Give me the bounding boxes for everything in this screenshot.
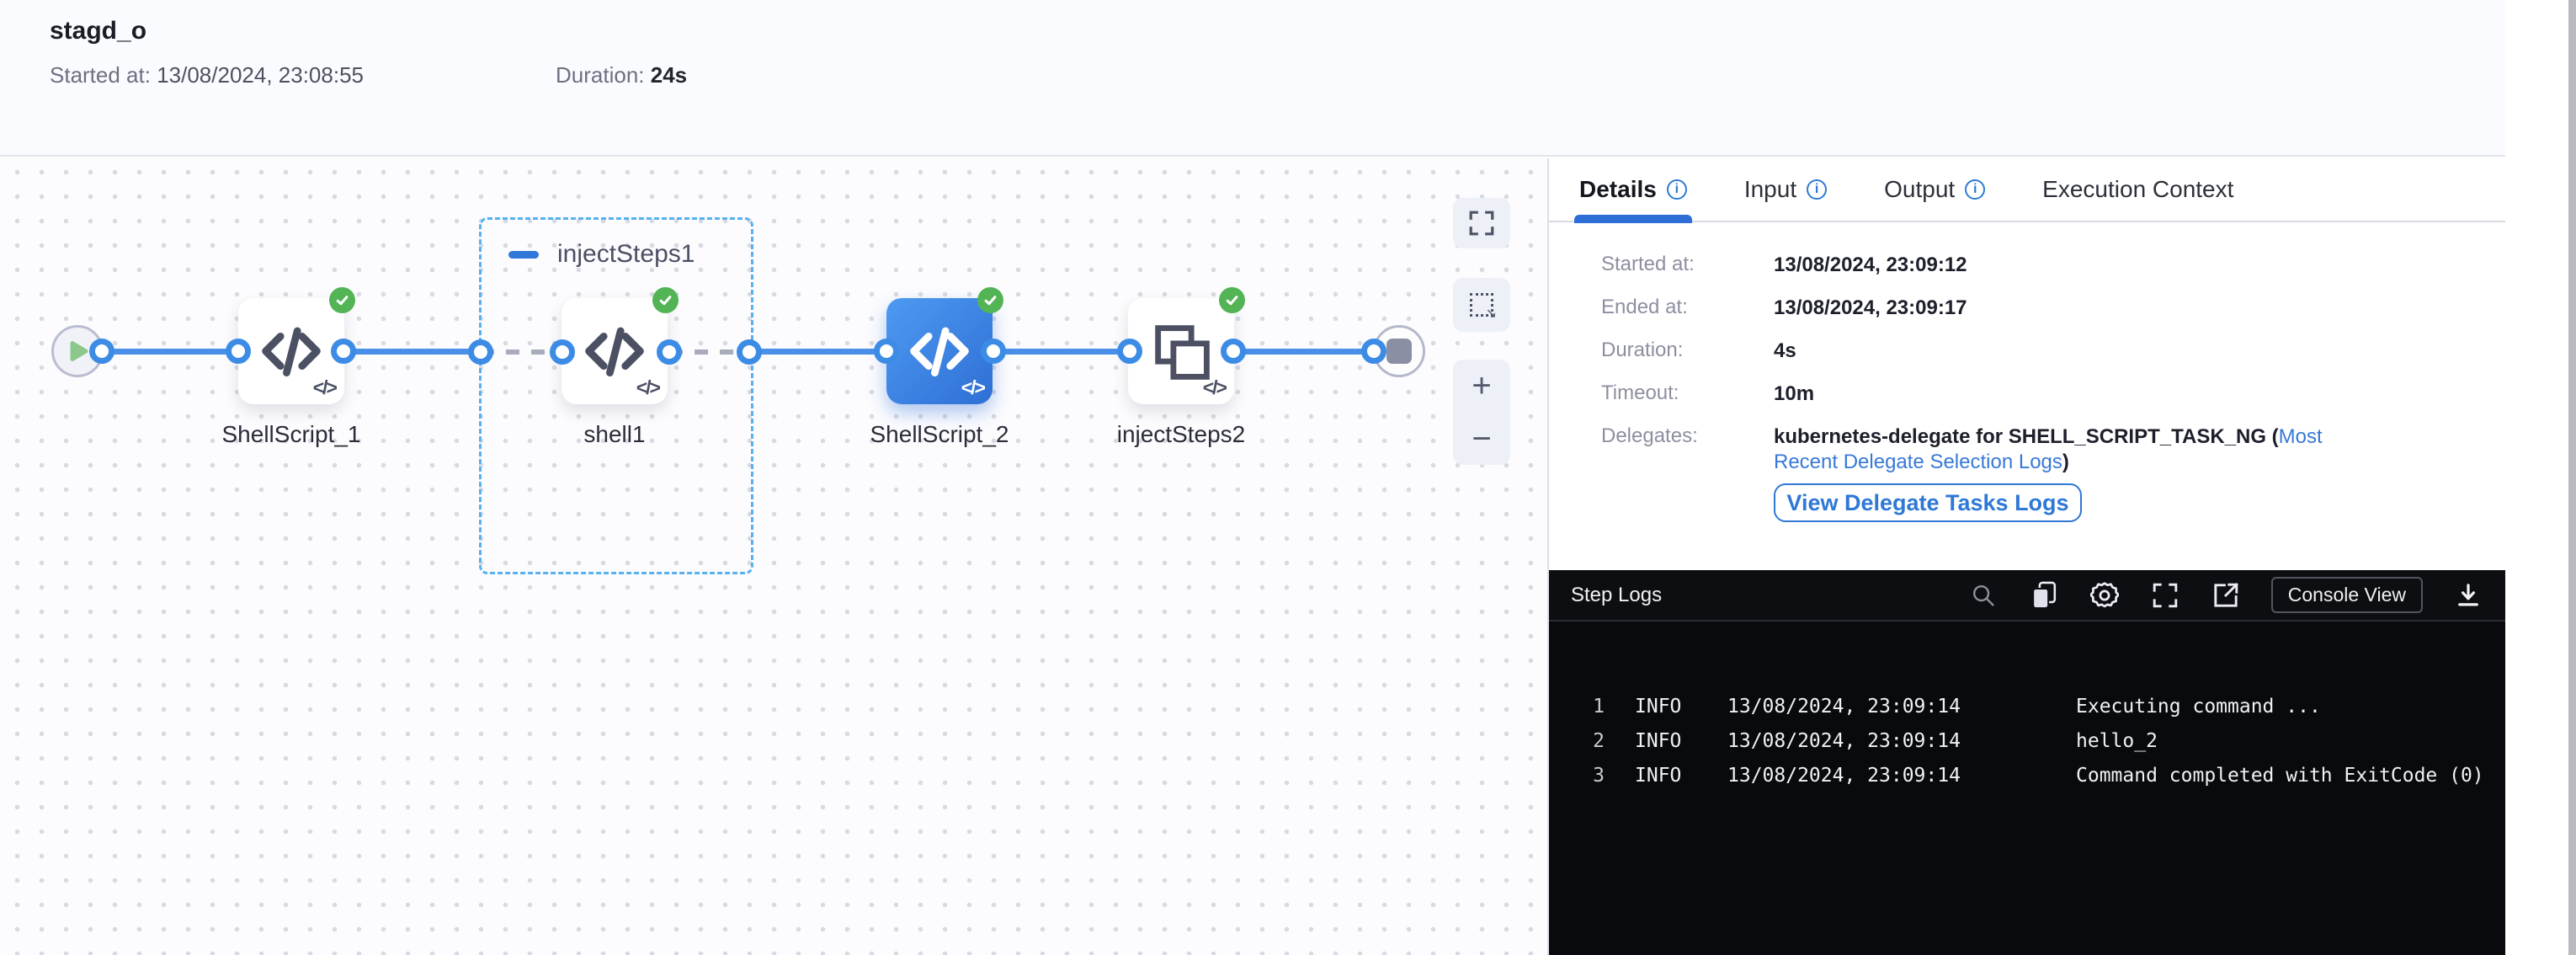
log-line: 1 INFO 13/08/2024, 23:09:14 Executing co… [1593,695,2321,718]
duration-value: 24s [650,62,688,88]
step-logs-panel: Step Logs [1549,570,2505,955]
step-group-injectSteps1[interactable]: injectSteps1 [479,217,753,574]
tab-output[interactable]: Output i [1879,157,1990,221]
group-steps-icon [1149,319,1213,383]
port[interactable] [737,339,762,365]
connector-line [343,349,481,355]
step-label[interactable]: injectSteps2 [1116,421,1246,447]
code-icon [906,317,973,385]
selection-zoom-button[interactable]: ↘ [1453,278,1510,332]
connector-dashed-line [481,349,562,355]
stage-title: stagd_o [50,17,147,45]
fullscreen-icon [1467,210,1496,237]
details-tabbar: Details i Input i Output i Execution Con… [1549,157,2505,223]
info-icon[interactable]: i [1965,179,1986,200]
step-label[interactable]: ShellScript_1 [221,421,361,447]
port[interactable] [1361,339,1386,364]
step-node-shell1[interactable]: </> [562,287,679,404]
stage-duration: Duration: 24s [556,62,687,88]
success-check-icon [329,287,355,313]
start-node[interactable] [51,325,104,377]
port[interactable] [1117,339,1142,364]
download-logs-icon[interactable] [2453,580,2483,611]
tab-input[interactable]: Input i [1739,157,1832,221]
settings-gear-icon[interactable] [2089,580,2120,611]
zoom-controls: + − [1453,360,1510,465]
duration-label: Duration: [556,62,645,88]
step-logs-header: Step Logs [1549,570,2505,622]
step-node-injectsteps2[interactable]: </> [1128,287,1245,404]
detail-row-duration: Duration: 4s [1601,339,1796,362]
connector-dashed-line [669,349,749,355]
tab-execution-context[interactable]: Execution Context [2042,176,2234,202]
collapse-group-icon[interactable] [508,250,539,259]
console-view-button[interactable]: Console View [2270,577,2423,613]
connector-line [102,349,238,355]
connector-line [749,349,886,355]
details-content: Started at: 13/08/2024, 23:09:12 Ended a… [1601,253,2443,522]
port[interactable] [981,339,1006,364]
connector-line [1233,349,1399,355]
code-icon [581,317,648,385]
expand-fullscreen-icon[interactable] [2150,580,2180,611]
page-right-margin [2505,0,2576,955]
detail-row-timeout: Timeout: 10m [1601,381,1815,405]
success-check-icon [1219,287,1245,313]
step-logs-title: Step Logs [1571,583,1663,606]
log-line: 2 INFO 13/08/2024, 23:09:14 hello_2 [1593,729,2158,752]
info-icon[interactable]: i [1807,179,1828,200]
open-in-new-window-icon[interactable] [2211,580,2241,611]
detail-row-delegates: Delegates: kubernetes-delegate for SHELL… [1601,424,2443,475]
stage-header: stagd_o Started at: 13/08/2024, 23:08:55… [0,0,2505,157]
port[interactable] [468,339,493,365]
step-details-panel: Details i Input i Output i Execution Con… [1547,158,2505,955]
shell-script-type-icon: </> [961,376,986,398]
port[interactable] [657,339,682,365]
tab-details[interactable]: Details i [1574,157,1692,223]
code-icon [258,317,325,385]
search-icon[interactable] [1968,580,1999,611]
log-line: 3 INFO 13/08/2024, 23:09:14 Command comp… [1593,764,2484,787]
group-label: injectSteps1 [557,240,695,268]
view-delegate-tasks-logs-button[interactable]: View Delegate Tasks Logs [1774,483,2082,522]
port[interactable] [1221,339,1246,364]
success-check-icon [977,287,1003,313]
log-toolbar: Console View [1968,577,2483,613]
step-node-shellscript-1[interactable]: </> [238,287,355,404]
started-value: 13/08/2024, 23:08:55 [157,62,364,88]
page-scrollbar[interactable] [2568,0,2576,955]
info-icon[interactable]: i [1666,179,1687,200]
zoom-in-button[interactable]: + [1472,367,1492,405]
port[interactable] [226,339,251,364]
detail-row-started: Started at: 13/08/2024, 23:09:12 [1601,253,1967,276]
shell-script-type-icon: </> [1202,376,1227,398]
port[interactable] [874,339,899,364]
success-check-icon [652,287,679,313]
port[interactable] [89,339,114,364]
started-label: Started at: [50,62,151,88]
shell-script-type-icon: </> [636,376,661,398]
copy-icon[interactable] [2029,580,2059,611]
active-tab-underline [1574,215,1692,223]
play-icon [63,337,92,365]
port[interactable] [331,339,356,364]
detail-row-ended: Ended at: 13/08/2024, 23:09:17 [1601,296,1967,319]
fit-to-screen-button[interactable] [1453,198,1510,248]
marquee-select-icon: ↘ [1470,293,1497,321]
delegate-selection-logs-link[interactable]: Most Recent Delegate Selection Logs [1774,425,2323,473]
port[interactable] [550,339,575,365]
stop-icon [1386,339,1412,364]
connector-line [993,349,1130,355]
zoom-out-button[interactable]: − [1472,419,1492,457]
step-node-shellscript-2[interactable]: </> [886,287,1003,404]
log-output[interactable]: 1 INFO 13/08/2024, 23:09:14 Executing co… [1549,623,2505,955]
step-label[interactable]: ShellScript_2 [870,421,1009,447]
stage-started-at: Started at: 13/08/2024, 23:08:55 [50,62,364,88]
pipeline-canvas[interactable]: injectSteps1 [0,158,1547,955]
delegates-value: kubernetes-delegate for SHELL_SCRIPT_TAS… [1774,425,2323,473]
shell-script-type-icon: </> [312,376,338,398]
step-label[interactable]: shell1 [583,421,646,447]
